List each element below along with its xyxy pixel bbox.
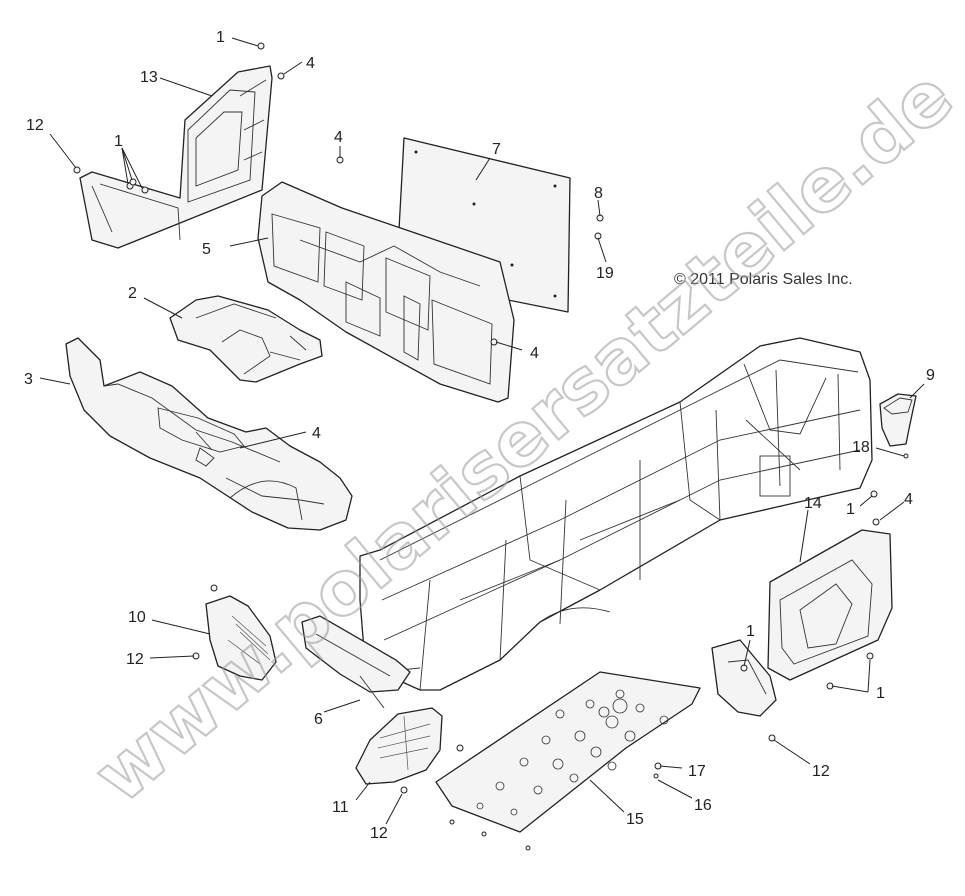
callout-4: 4 (306, 55, 315, 72)
callout-3: 3 (24, 371, 33, 388)
callout-10: 10 (128, 609, 146, 626)
part-5-bulkhead (257, 181, 515, 403)
leader-lines (39, 37, 925, 825)
callout-11: 11 (332, 799, 349, 816)
part-3-floor-tub (65, 337, 353, 531)
callout-12: 12 (26, 117, 44, 134)
callout-1: 1 (876, 685, 885, 702)
callout-1: 1 (216, 29, 225, 46)
callout-4: 4 (312, 425, 321, 442)
callout-2: 2 (128, 285, 137, 302)
part-13-side-panel (79, 65, 273, 249)
callout-19: 19 (596, 265, 614, 282)
callout-1: 1 (114, 133, 123, 150)
callout-6: 6 (314, 711, 323, 728)
callout-9: 9 (926, 367, 935, 384)
callout-18: 18 (852, 439, 870, 456)
callout-14: 14 (804, 495, 822, 512)
part-2-floor-insert (169, 295, 323, 383)
part-6-long-bracket (301, 615, 411, 709)
part-14-side-panel (711, 529, 893, 717)
part-9-storage-box (879, 393, 917, 447)
callout-12: 12 (812, 763, 830, 780)
callout-1: 1 (746, 623, 755, 640)
callout-1: 1 (846, 501, 855, 518)
callout-13: 13 (140, 69, 158, 86)
callout-4: 4 (904, 491, 913, 508)
callout-12: 12 (370, 825, 388, 842)
callout-16: 16 (694, 797, 712, 814)
fasteners (73, 42, 909, 851)
callout-12: 12 (126, 651, 144, 668)
callout-labels: 1 4 13 12 1 4 7 5 8 19 2 4 3 4 9 18 1 4 … (24, 29, 935, 842)
part-15-floor-plate (435, 671, 701, 833)
callout-17: 17 (688, 763, 706, 780)
callout-5: 5 (202, 241, 211, 258)
part-10-bracket (205, 595, 277, 681)
callout-4: 4 (334, 129, 343, 146)
part-11-lower-bracket (355, 707, 443, 785)
callout-4: 4 (530, 345, 539, 362)
copyright-text: © 2011 Polaris Sales Inc. (674, 271, 853, 288)
callout-8: 8 (594, 185, 603, 202)
callout-7: 7 (492, 141, 501, 158)
callout-15: 15 (626, 811, 644, 828)
